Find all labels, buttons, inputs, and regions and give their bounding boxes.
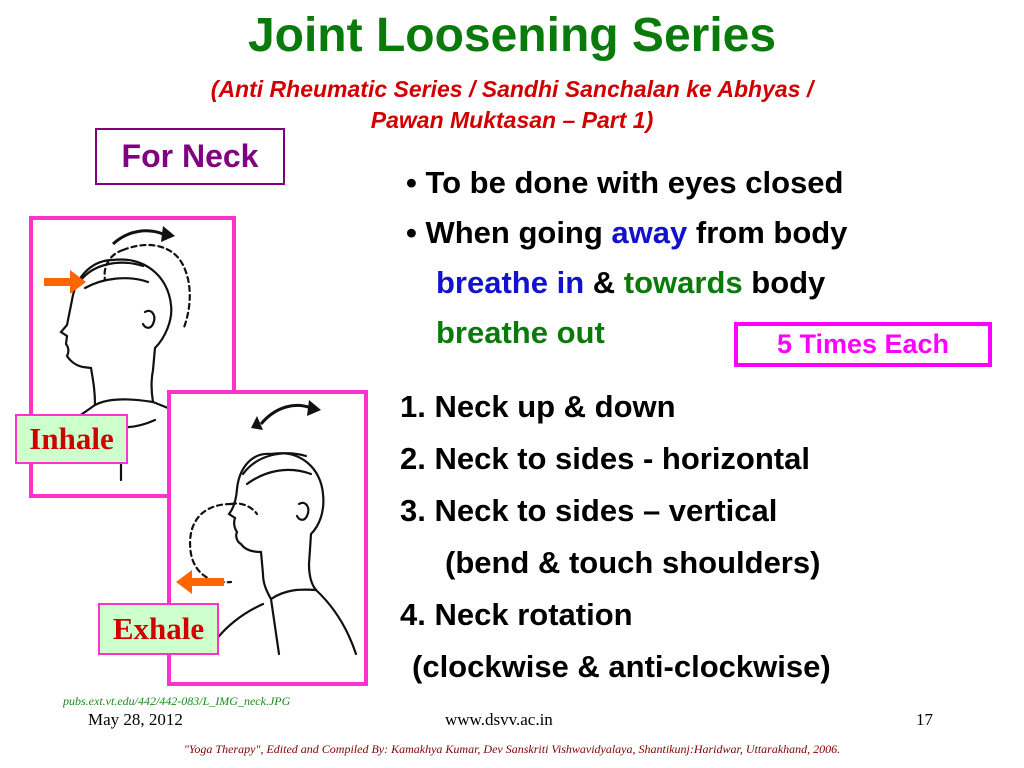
bullet-going-away: • When going away from body (406, 208, 847, 258)
ampersand-text: & (584, 265, 624, 300)
footer-date: May 28, 2012 (88, 710, 183, 729)
breathe-in-line: breathe in & towards body (406, 258, 847, 308)
breathe-out-text: breathe out (436, 315, 605, 350)
citation-text: "Yoga Therapy", Edited and Compiled By: … (183, 742, 841, 756)
footer-page-number: 17 (916, 710, 933, 729)
for-neck-box: For Neck (95, 128, 285, 185)
inhale-label: Inhale (15, 414, 128, 464)
step-item: 1. Neck up & down (400, 389, 676, 424)
step-item: 2. Neck to sides - horizontal (400, 441, 810, 476)
bullet-going-away-suffix: from body (687, 215, 848, 250)
breathe-out-line: breathe out (406, 308, 847, 358)
for-neck-label: For Neck (121, 138, 259, 174)
exhale-label: Exhale (98, 603, 219, 655)
inhale-text: Inhale (29, 421, 114, 456)
slide-subtitle: (Anti Rheumatic Series / Sandhi Sanchala… (0, 74, 1024, 136)
exhale-text: Exhale (112, 611, 205, 646)
inhale-arrow-icon (44, 270, 86, 294)
towards-word: towards (623, 265, 743, 300)
away-word: away (611, 215, 688, 250)
bullet-eyes-closed: • To be done with eyes closed (406, 165, 844, 200)
times-each-text: 5 Times Each (776, 329, 950, 359)
subtitle-line-2: Pawan Muktasan – Part 1) (370, 107, 654, 133)
head-tilt-down-drawing (188, 400, 358, 656)
step-note: (clockwise & anti-clockwise) (412, 649, 831, 684)
times-each-box: 5 Times Each (734, 322, 992, 367)
neck-steps-list: 1. Neck up & down 2. Neck to sides - hor… (400, 381, 831, 693)
slide-title: Joint Loosening Series (247, 9, 777, 62)
instruction-bullets: • To be done with eyes closed • When goi… (406, 158, 847, 358)
subtitle-line-1: (Anti Rheumatic Series / Sandhi Sanchala… (210, 76, 814, 102)
step-item: 3. Neck to sides – vertical (400, 493, 778, 528)
bullet-going-away-prefix: • When going (406, 215, 612, 250)
breathe-in-text: breathe in (436, 265, 585, 300)
exhale-arrow-icon (176, 570, 224, 594)
footer-url: www.dsvv.ac.in (445, 710, 553, 729)
step-note: (bend & touch shoulders) (445, 545, 821, 580)
image-source-text: pubs.ext.vt.edu/442/442-083/L_IMG_neck.J… (63, 694, 291, 708)
body-text: body (742, 265, 826, 300)
step-item: 4. Neck rotation (400, 597, 633, 632)
